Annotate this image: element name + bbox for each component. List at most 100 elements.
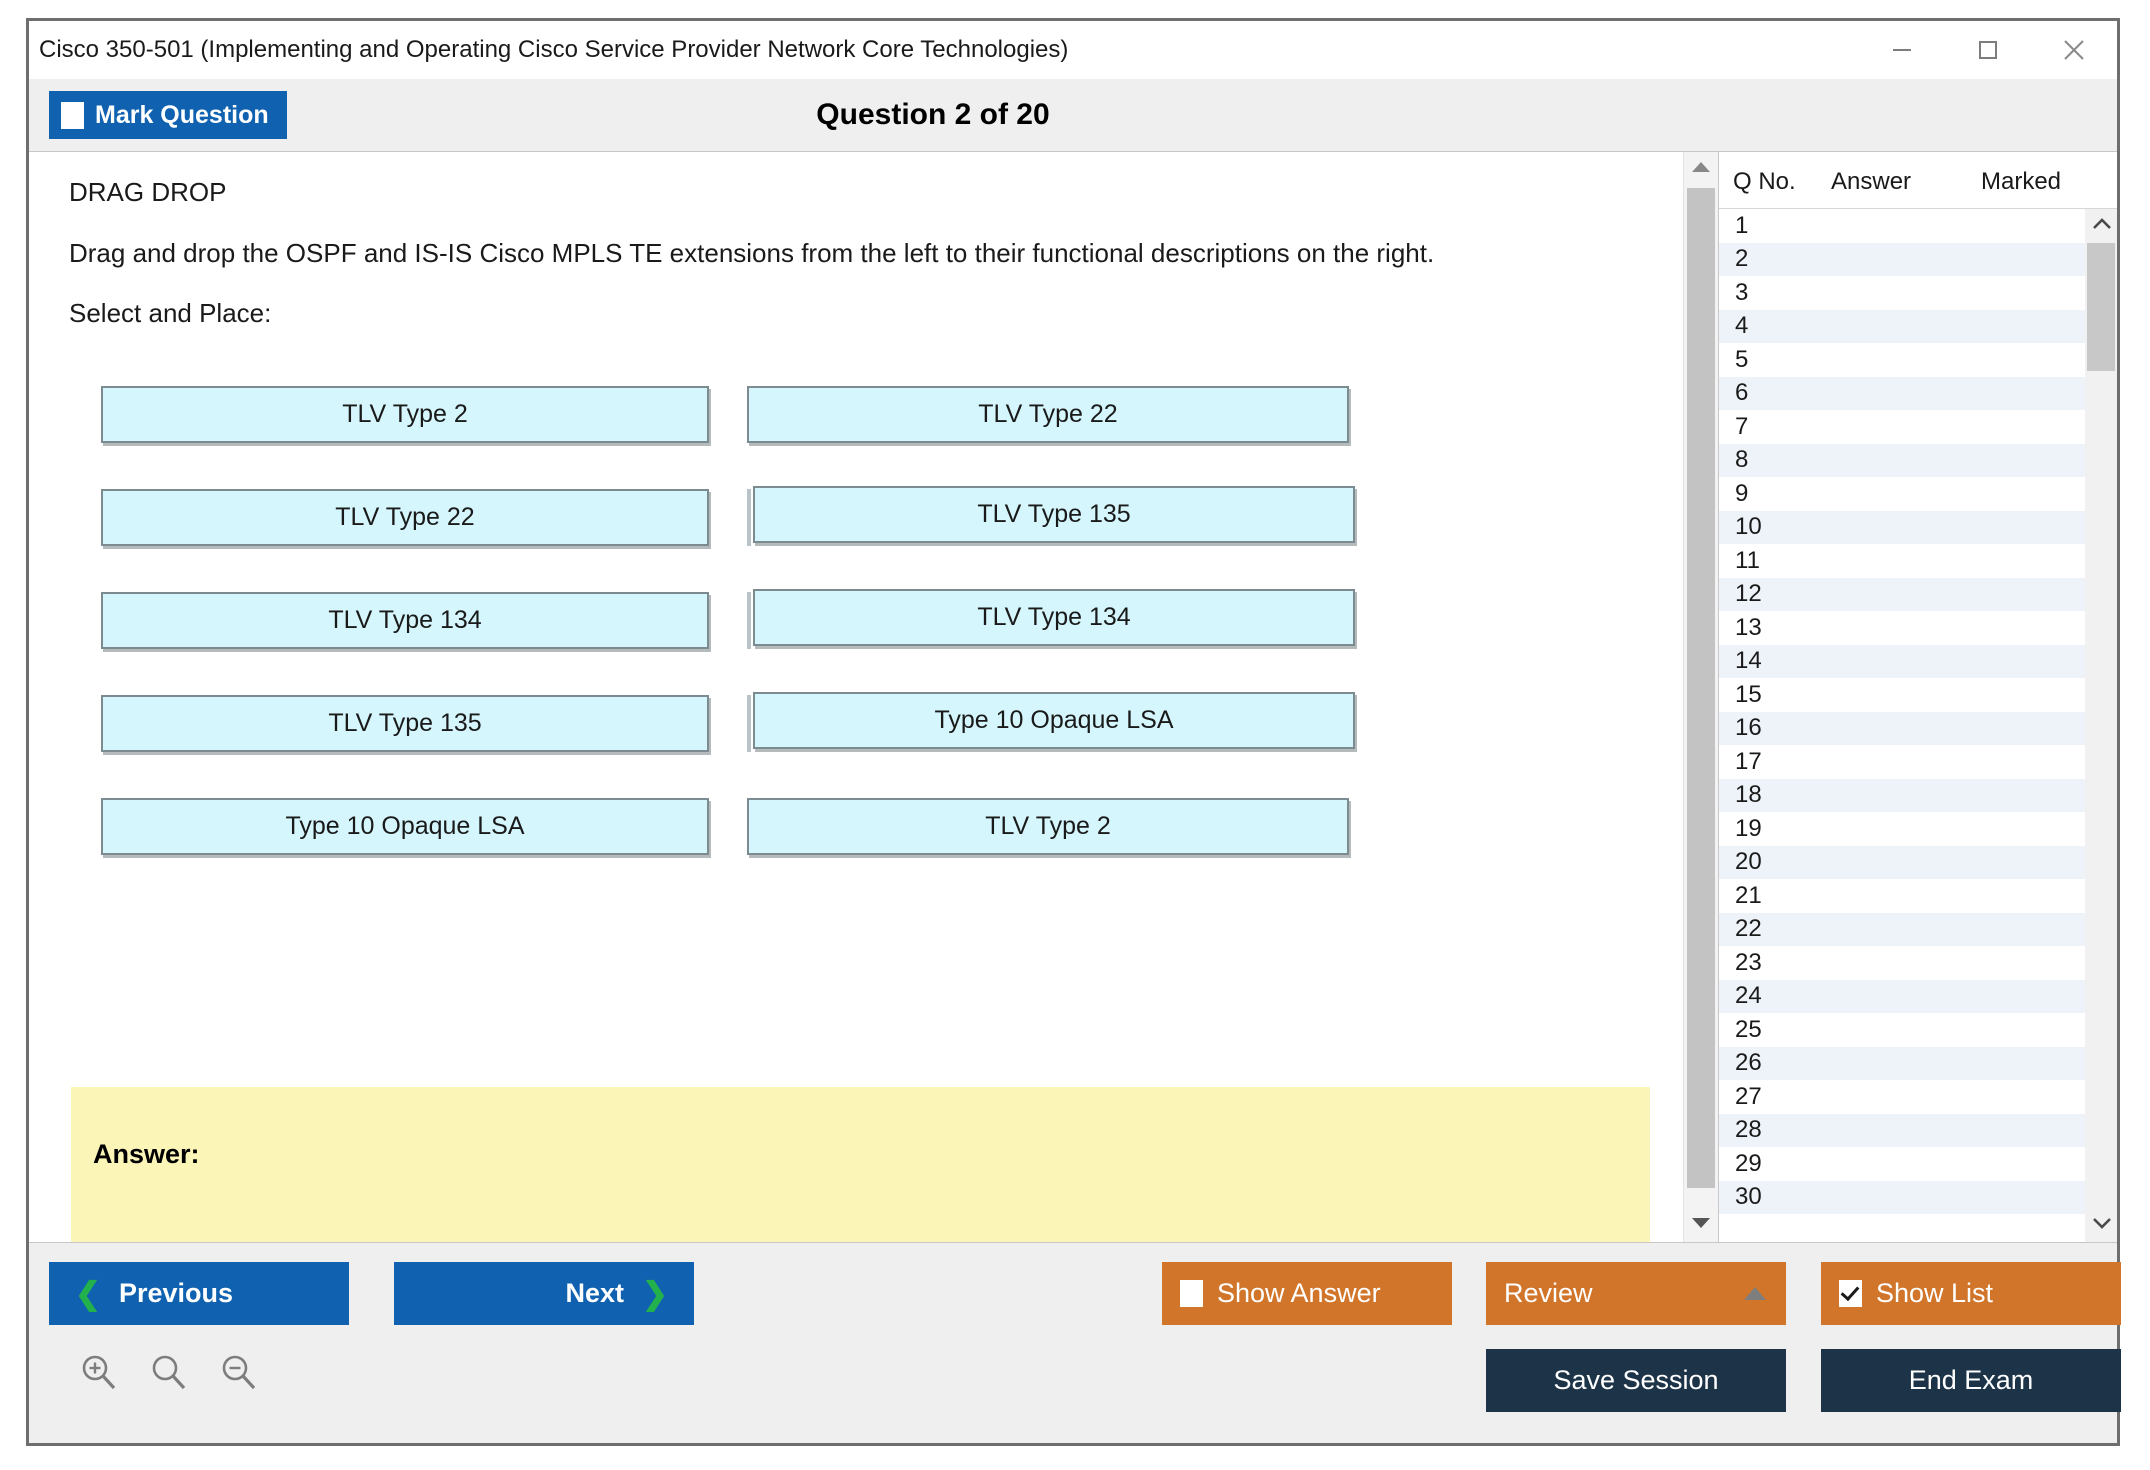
question-list-scrollbar[interactable]: [2085, 209, 2117, 1242]
question-list-row[interactable]: 21: [1719, 879, 2085, 913]
show-answer-checkbox-icon[interactable]: [1180, 1280, 1203, 1307]
question-text-block: DRAG DROP Drag and drop the OSPF and IS-…: [29, 152, 1684, 328]
drop-target-column: TLV Type 22 TLV Type 135 TLV Type 134 Ty…: [747, 385, 1355, 901]
question-list-row[interactable]: 3: [1719, 276, 2085, 310]
title-bar: Cisco 350-501 (Implementing and Operatin…: [29, 21, 2117, 79]
question-list-row[interactable]: 26: [1719, 1046, 2085, 1080]
scroll-down-button[interactable]: [1684, 1208, 1718, 1242]
show-list-button[interactable]: Show List: [1821, 1262, 2121, 1325]
question-list-row[interactable]: 15: [1719, 678, 2085, 712]
previous-button[interactable]: ❮ Previous: [49, 1262, 349, 1325]
chevron-down-icon: [2091, 1216, 2113, 1235]
question-list-row[interactable]: 1: [1719, 209, 2085, 243]
question-list-row[interactable]: 30: [1719, 1180, 2085, 1214]
question-list-row[interactable]: 4: [1719, 309, 2085, 343]
close-button[interactable]: [2031, 21, 2117, 79]
question-list-row[interactable]: 12: [1719, 577, 2085, 611]
question-list-row[interactable]: 5: [1719, 343, 2085, 377]
question-scrollbar[interactable]: [1683, 152, 1718, 1242]
drag-item-box[interactable]: TLV Type 2: [101, 385, 709, 443]
question-list-row[interactable]: 19: [1719, 812, 2085, 846]
list-scroll-up-button[interactable]: [2085, 209, 2117, 243]
end-exam-button[interactable]: End Exam: [1821, 1349, 2121, 1412]
question-scrollbar-thumb[interactable]: [1687, 188, 1715, 1188]
question-number-cell: 24: [1735, 982, 1762, 1010]
question-list-row[interactable]: 23: [1719, 946, 2085, 980]
drag-item[interactable]: TLV Type 135: [101, 694, 709, 752]
question-number-cell: 17: [1735, 747, 1762, 775]
question-list-row[interactable]: 11: [1719, 544, 2085, 578]
drag-item-box[interactable]: TLV Type 22: [101, 488, 709, 546]
question-number-cell: 22: [1735, 915, 1762, 943]
drop-item-box[interactable]: TLV Type 2: [747, 797, 1349, 855]
drop-item-box[interactable]: TLV Type 135: [753, 485, 1355, 543]
question-list-row[interactable]: 17: [1719, 745, 2085, 779]
mark-question-label: Mark Question: [95, 100, 269, 129]
drop-item-box[interactable]: Type 10 Opaque LSA: [753, 691, 1355, 749]
drop-item[interactable]: TLV Type 22: [747, 385, 1349, 443]
drag-item[interactable]: TLV Type 22: [101, 488, 709, 546]
chevron-up-icon: [1691, 160, 1711, 179]
drop-item[interactable]: TLV Type 134: [747, 588, 1355, 649]
drag-item[interactable]: TLV Type 134: [101, 591, 709, 649]
scroll-up-button[interactable]: [1684, 152, 1718, 186]
save-session-button[interactable]: Save Session: [1486, 1349, 1786, 1412]
question-list-row[interactable]: 22: [1719, 912, 2085, 946]
close-icon: [2059, 35, 2089, 65]
question-list-row[interactable]: 25: [1719, 1013, 2085, 1047]
drop-item[interactable]: TLV Type 2: [747, 797, 1349, 855]
drop-item-box[interactable]: TLV Type 134: [753, 588, 1355, 646]
question-list-row[interactable]: 10: [1719, 510, 2085, 544]
question-list-row[interactable]: 18: [1719, 778, 2085, 812]
drop-item[interactable]: TLV Type 135: [747, 485, 1355, 546]
question-list-row[interactable]: 24: [1719, 979, 2085, 1013]
drag-item-box[interactable]: TLV Type 134: [101, 591, 709, 649]
list-scroll-down-button[interactable]: [2085, 1208, 2117, 1242]
question-number-cell: 26: [1735, 1049, 1762, 1077]
mark-question-button[interactable]: Mark Question: [49, 91, 287, 139]
drag-item-box[interactable]: TLV Type 135: [101, 694, 709, 752]
question-list-row[interactable]: 13: [1719, 611, 2085, 645]
drag-item-box[interactable]: Type 10 Opaque LSA: [101, 797, 709, 855]
show-list-checkbox-icon[interactable]: [1839, 1280, 1862, 1307]
question-list-row[interactable]: 6: [1719, 376, 2085, 410]
drop-item-box[interactable]: TLV Type 22: [747, 385, 1349, 443]
review-dropdown-button[interactable]: Review: [1486, 1262, 1786, 1325]
mark-question-checkbox-icon[interactable]: [61, 101, 84, 129]
previous-label: Previous: [118, 1278, 234, 1308]
question-list-row[interactable]: 2: [1719, 242, 2085, 276]
question-list-row[interactable]: 7: [1719, 410, 2085, 444]
drag-item[interactable]: Type 10 Opaque LSA: [101, 797, 709, 855]
maximize-button[interactable]: [1945, 21, 2031, 79]
answer-label: Answer:: [93, 1139, 200, 1169]
question-number-cell: 29: [1735, 1149, 1762, 1177]
zoom-out-icon[interactable]: [217, 1351, 261, 1400]
minimize-button[interactable]: [1859, 21, 1945, 79]
question-list-row[interactable]: 27: [1719, 1080, 2085, 1114]
question-list-row[interactable]: 29: [1719, 1147, 2085, 1181]
question-list-row[interactable]: 20: [1719, 845, 2085, 879]
zoom-reset-icon[interactable]: [147, 1351, 191, 1400]
next-button[interactable]: Next ❯: [394, 1262, 694, 1325]
question-list-scrollbar-thumb[interactable]: [2087, 243, 2115, 371]
next-label: Next: [565, 1278, 625, 1308]
question-list-row[interactable]: 16: [1719, 711, 2085, 745]
drop-item[interactable]: Type 10 Opaque LSA: [747, 691, 1355, 752]
question-list-header: Q No. Answer Marked: [1719, 152, 2117, 209]
question-number-cell: 19: [1735, 814, 1762, 842]
show-answer-button[interactable]: Show Answer: [1162, 1262, 1452, 1325]
question-number-cell: 23: [1735, 948, 1762, 976]
question-list-row[interactable]: 9: [1719, 477, 2085, 511]
zoom-tools: [77, 1351, 261, 1400]
minimize-icon: [1889, 37, 1915, 63]
question-list-row[interactable]: 8: [1719, 443, 2085, 477]
question-number-cell: 28: [1735, 1116, 1762, 1144]
question-number-cell: 27: [1735, 1082, 1762, 1110]
question-list-row[interactable]: 28: [1719, 1113, 2085, 1147]
drag-item[interactable]: TLV Type 2: [101, 385, 709, 443]
zoom-in-icon[interactable]: [77, 1351, 121, 1400]
exam-window: Cisco 350-501 (Implementing and Operatin…: [26, 18, 2121, 1446]
question-number-cell: 2: [1735, 245, 1749, 273]
question-list-row[interactable]: 14: [1719, 644, 2085, 678]
